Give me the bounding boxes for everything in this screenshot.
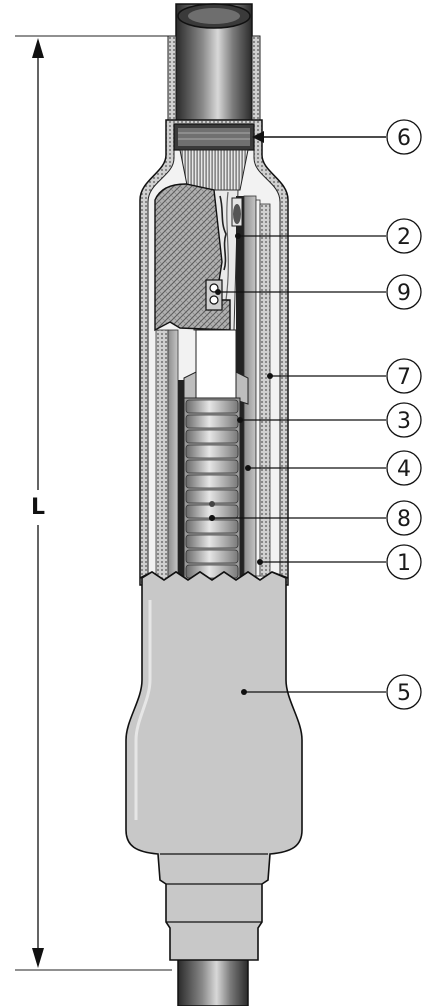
connector-band	[185, 519, 239, 534]
callout-7: 7	[267, 358, 422, 394]
dimension-arrow-top	[32, 38, 44, 58]
callout-9-label: 9	[397, 281, 411, 306]
conductor-connector	[183, 397, 241, 583]
crimp-connector	[205, 279, 223, 311]
dimension-l: L	[15, 35, 172, 971]
screen-connector-ring	[173, 123, 255, 151]
callout-8-label: 8	[397, 507, 411, 532]
connector-band	[185, 429, 239, 444]
callout-7-label: 7	[397, 365, 411, 390]
cable-top	[167, 3, 261, 129]
connector-band	[185, 534, 239, 549]
callout-2-label: 2	[397, 225, 411, 250]
callout-8: 8	[209, 500, 422, 536]
callout-5-label: 5	[397, 681, 411, 706]
left-insulation-layers	[155, 329, 184, 581]
callout-3-label: 3	[397, 409, 411, 434]
callout-5: 5	[241, 674, 422, 710]
core-insulation	[183, 329, 249, 405]
callout-1: 1	[257, 544, 422, 580]
callout-1-label: 1	[397, 551, 411, 576]
callout-6: 6	[252, 119, 422, 155]
outer-heat-shrink-tube	[125, 571, 303, 961]
callout-2: 2	[235, 218, 422, 254]
callouts: 6 2 9 7 3	[209, 119, 422, 710]
callout-4: 4	[245, 450, 422, 486]
callout-3: 3	[237, 402, 422, 438]
connector-band	[185, 444, 239, 459]
connector-band	[185, 474, 239, 489]
callout-4-label: 4	[397, 457, 411, 482]
callout-6-label: 6	[397, 126, 411, 151]
dimension-arrow-bottom	[32, 948, 44, 968]
connector-band	[185, 414, 239, 429]
callout-9: 9	[215, 274, 422, 310]
cable-bottom	[177, 957, 249, 1006]
connector-band	[185, 459, 239, 474]
dimension-label: L	[31, 495, 45, 520]
connector-band	[185, 549, 239, 564]
connector-band	[185, 399, 239, 414]
